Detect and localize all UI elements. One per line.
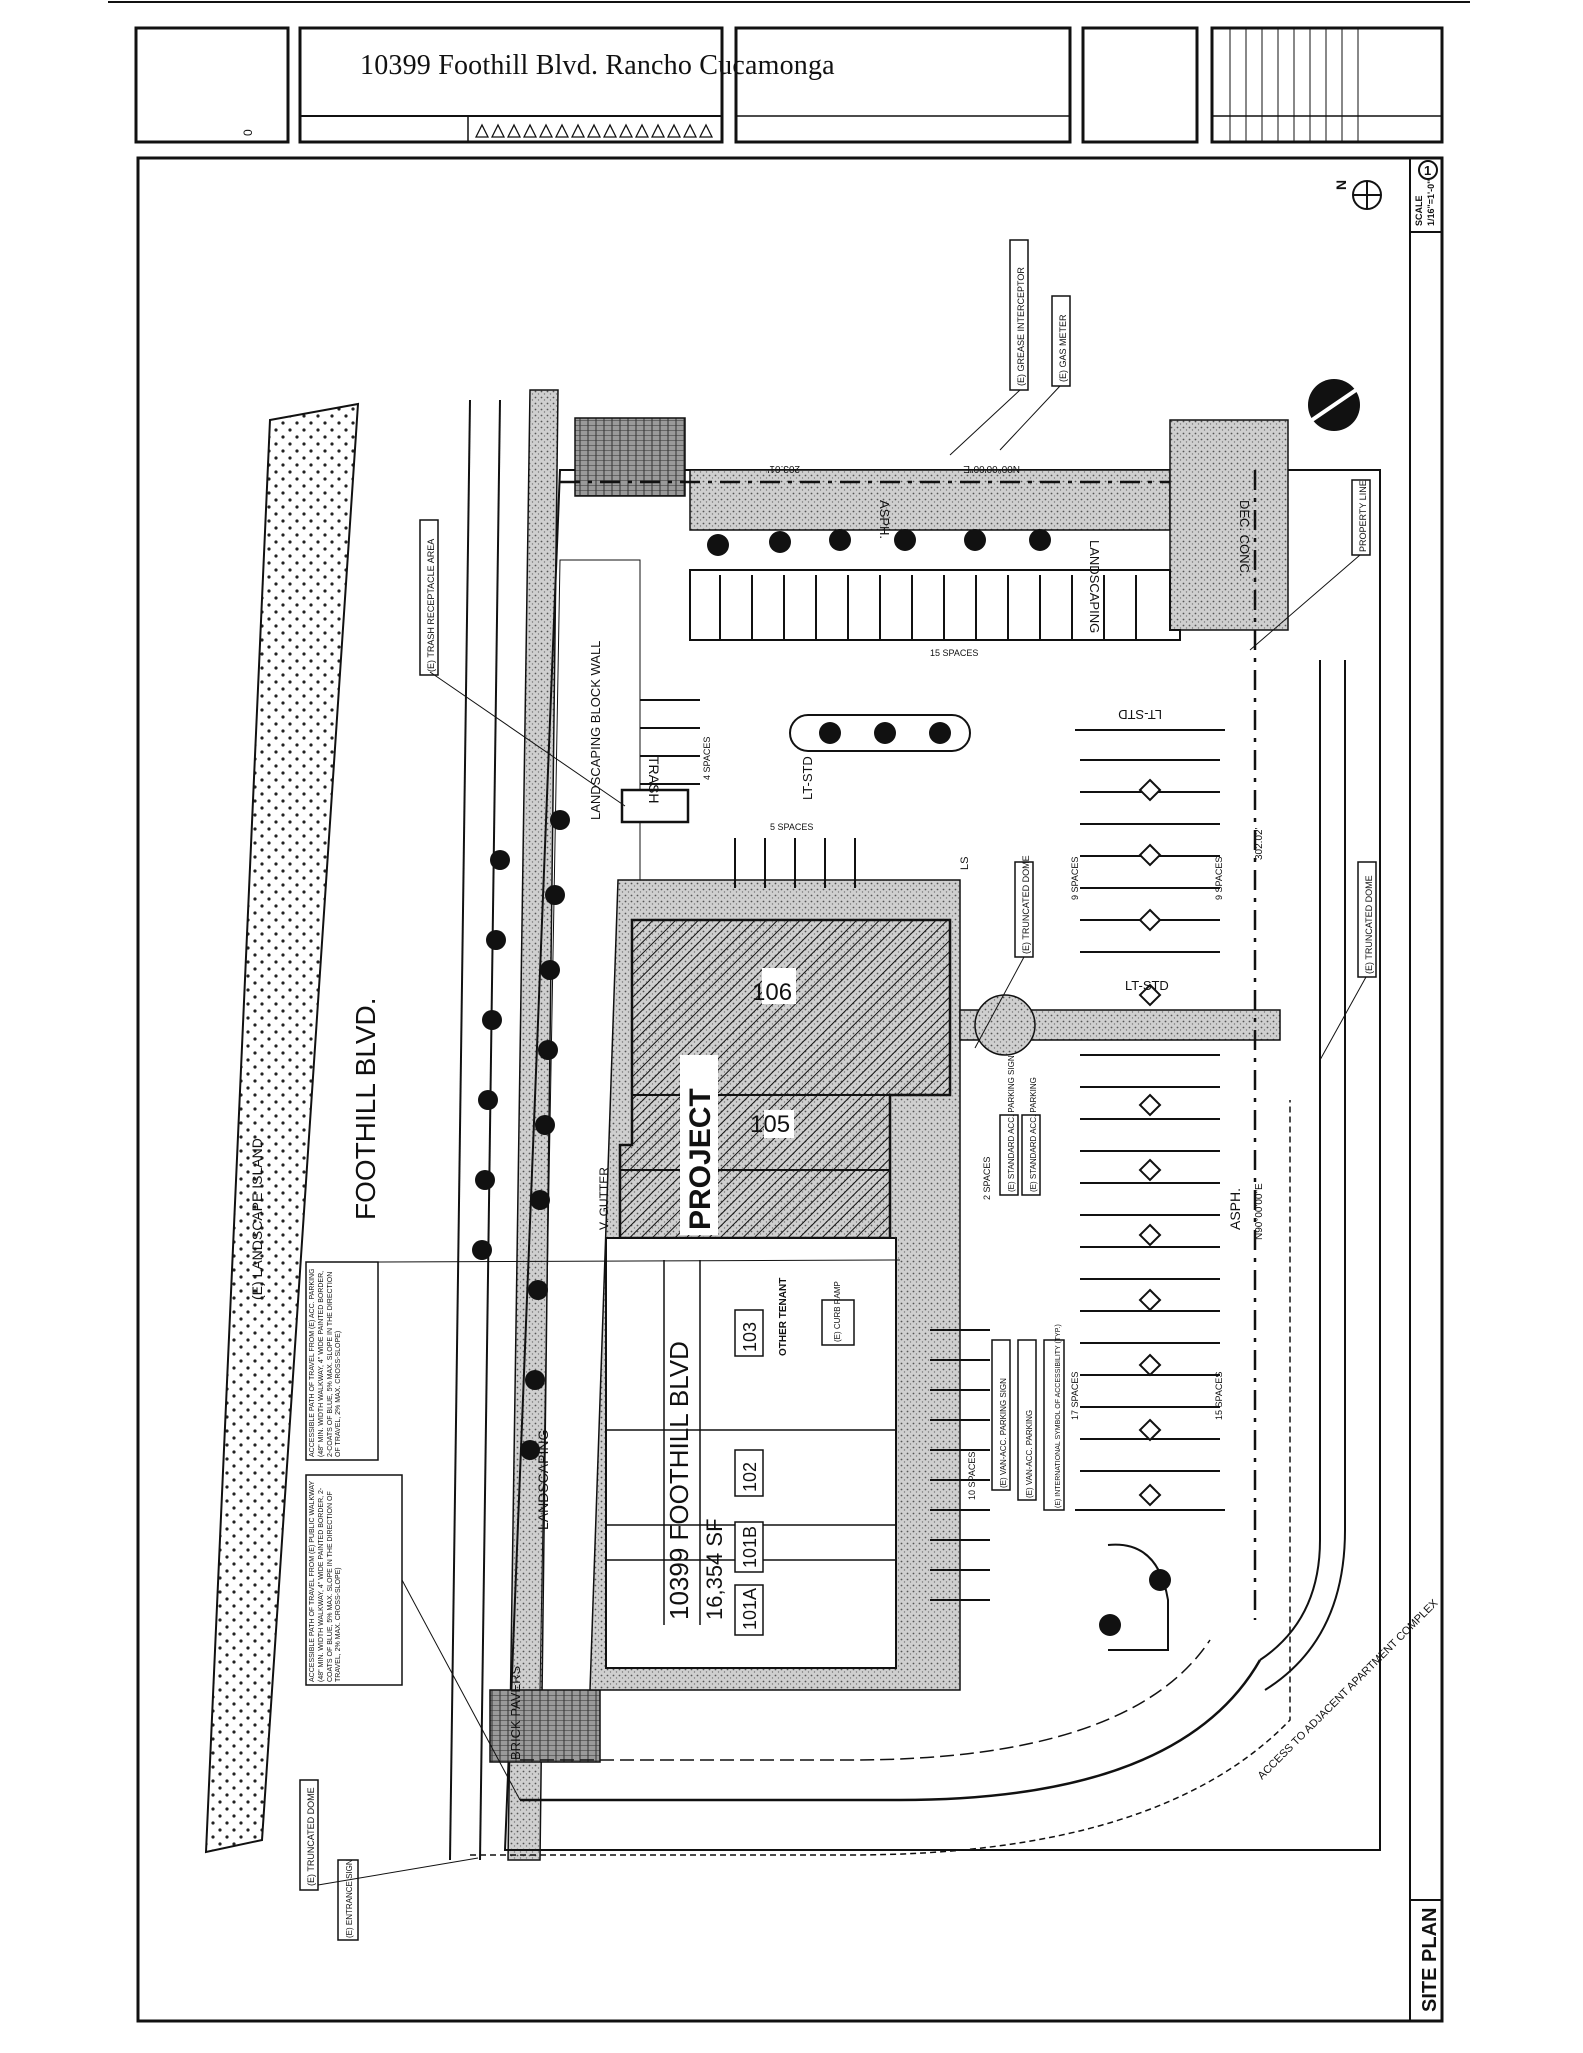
callout-van-acc-parking: (E) VAN-ACC. PARKING bbox=[1025, 1410, 1034, 1498]
north-letter: N bbox=[1333, 180, 1349, 190]
north-arrow bbox=[1352, 180, 1382, 210]
unit-103-label: 103 bbox=[740, 1322, 760, 1352]
callout-boxes bbox=[299, 239, 1377, 1941]
v-gutter-label: V. GUTTER bbox=[597, 1167, 611, 1230]
stalls-west-row bbox=[930, 1329, 990, 1601]
street-curb-line bbox=[449, 399, 471, 1861]
spaces-15-top: 15 SPACES bbox=[930, 648, 978, 658]
leader-lines bbox=[317, 385, 1367, 1886]
spaces-2: 2 SPACES bbox=[982, 1157, 992, 1200]
dim-203: 203.01' bbox=[767, 463, 800, 474]
callout-gas-meter: (E) GAS METER bbox=[1058, 314, 1068, 382]
sheet-name: SITE PLAN bbox=[1419, 1908, 1441, 2012]
spaces-9a: 9 SPACES bbox=[1070, 857, 1080, 900]
unit-106-label: 106 bbox=[752, 979, 792, 1006]
dec-conc-corner bbox=[1169, 419, 1289, 631]
trash-label: TRASH bbox=[646, 756, 662, 803]
landscape-island bbox=[204, 402, 360, 1854]
parking-east-rows bbox=[1075, 729, 1225, 1511]
callout-van-acc-parking-sign: (E) VAN-ACC. PARKING SIGN bbox=[999, 1378, 1008, 1488]
scale-value: 1/16"=1'-0" bbox=[1426, 180, 1436, 226]
spaces-4: 4 SPACES bbox=[702, 737, 712, 780]
callout-truncated-dome-1: (E) TRUNCATED DOME bbox=[1021, 855, 1031, 954]
callout-path-acc-parking: ACCESSIBLE PATH OF TRAVEL FROM (E) ACC. … bbox=[309, 1268, 343, 1457]
unit-101a-label: 101A bbox=[740, 1588, 760, 1630]
stalls-north-row bbox=[719, 575, 1137, 640]
compass-symbol bbox=[1308, 379, 1360, 431]
landscaping-south-label: LANDSCAPING bbox=[535, 1430, 551, 1530]
south-drive-edge bbox=[520, 1659, 1262, 1802]
parking-north-curb bbox=[689, 569, 1181, 641]
brick-pavers-label: BRICK PAVERS bbox=[508, 1666, 523, 1760]
other-tenant-label: OTHER TENANT bbox=[778, 1278, 789, 1356]
spaces-9b: 9 SPACES bbox=[1214, 857, 1224, 900]
callout-access-apartments: ACCESS TO ADJACENT APARTMENT COMPLEX bbox=[1256, 1597, 1441, 1782]
callout-grease-interceptor: (E) GREASE INTERCEPTOR bbox=[1016, 267, 1026, 386]
dec-conc-label: DEC. CONC. bbox=[1237, 500, 1252, 577]
asph-north-label: ASPH. bbox=[877, 500, 892, 539]
drawing-border bbox=[136, 156, 1444, 2023]
brick-pavers-bottom bbox=[489, 1689, 601, 1763]
callout-entrance-sign: (E) ENTRANCE SIGN bbox=[345, 1859, 354, 1938]
dim-302: 302.02' bbox=[1254, 827, 1265, 860]
building-name: 10399 FOOTHILL BLVD bbox=[664, 1341, 694, 1620]
accessible-path-of-travel bbox=[470, 1100, 1291, 1856]
ls-label: LS bbox=[959, 857, 971, 870]
unit-101b-label: 101B bbox=[740, 1526, 760, 1568]
planter-island-1 bbox=[789, 714, 971, 752]
callout-intl-symbol: (E) INTERNATIONAL SYMBOL OF ACCESSIBILIT… bbox=[1055, 1324, 1062, 1508]
title-block bbox=[134, 26, 1444, 144]
unit-102-label: 102 bbox=[740, 1462, 760, 1492]
spaces-10: 10 SPACES bbox=[967, 1452, 977, 1500]
east-drive-edge bbox=[1259, 660, 1321, 1661]
callout-path-public-walkway: ACCESSIBLE PATH OF TRAVEL FROM (E) PUBLI… bbox=[309, 1480, 343, 1682]
callout-truncated-dome-3: (E) TRUNCATED DOME bbox=[306, 1787, 316, 1886]
bearing-1: N00°00'00"E bbox=[963, 463, 1020, 474]
project-label: PROJECT bbox=[684, 1088, 717, 1230]
spaces-5: 5 SPACES bbox=[770, 822, 813, 832]
foothill-blvd-label: FOOTHILL BLVD. bbox=[350, 998, 381, 1221]
island-label: (E) LANDSCAPE ISLAND bbox=[249, 1138, 265, 1300]
callout-truncated-dome-2: (E) TRUNCATED DOME bbox=[1364, 875, 1374, 974]
landscaping-block-wall-label: LANDSCAPING BLOCK WALL bbox=[588, 641, 603, 820]
asph-east-label: ASPH. bbox=[1227, 1188, 1243, 1230]
trees-west bbox=[472, 810, 570, 1460]
unit-105-label: 105 bbox=[750, 1111, 790, 1138]
title-block-mark: 0 bbox=[241, 129, 255, 136]
landscaping-north-label: LANDSCAPING bbox=[1087, 540, 1102, 633]
brick-pavers-top bbox=[574, 417, 686, 497]
callout-trash-receptacle: (E) TRASH RECEPTACLE AREA bbox=[426, 539, 436, 672]
revision-triangles bbox=[474, 123, 714, 138]
planter-diamonds bbox=[1138, 778, 1162, 1507]
sheet-number: 1 bbox=[1424, 163, 1431, 178]
stalls-5-spaces bbox=[734, 838, 856, 888]
building-area: 16,354 SF bbox=[702, 1518, 727, 1620]
callout-curb-ramp: (E) CURB RAMP bbox=[833, 1281, 842, 1342]
south-planter-curb bbox=[1107, 1543, 1169, 1651]
scale-label: SCALE bbox=[1414, 195, 1424, 226]
bearing-2: N90°00'00"E bbox=[1254, 1183, 1265, 1240]
spaces-17: 17 SPACES bbox=[1070, 1372, 1080, 1420]
spaces-15-east: 15 SPACES bbox=[1214, 1372, 1224, 1420]
trees-north bbox=[707, 529, 1051, 556]
callout-property-line: PROPERTY LINE bbox=[1358, 480, 1368, 552]
lt-std-3: LT-STD bbox=[1125, 978, 1169, 993]
callout-std-acc-parking-sign: (E) STANDARD ACC. PARKING SIGN bbox=[1007, 1055, 1016, 1192]
lt-std-2: LT-STD bbox=[1118, 707, 1162, 722]
cross-walkway bbox=[959, 1009, 1281, 1041]
callout-std-acc-parking: (E) STANDARD ACC. PARKING bbox=[1029, 1077, 1038, 1192]
landscape-north-strip bbox=[689, 469, 1171, 531]
lt-std-1: LT-STD bbox=[800, 756, 815, 800]
trash-enclosure bbox=[620, 788, 690, 824]
stalls-4-spaces bbox=[640, 699, 700, 785]
project-address: 10399 Foothill Blvd. Rancho Cucamonga bbox=[360, 50, 835, 81]
sheet-number-bubble bbox=[1418, 160, 1438, 180]
